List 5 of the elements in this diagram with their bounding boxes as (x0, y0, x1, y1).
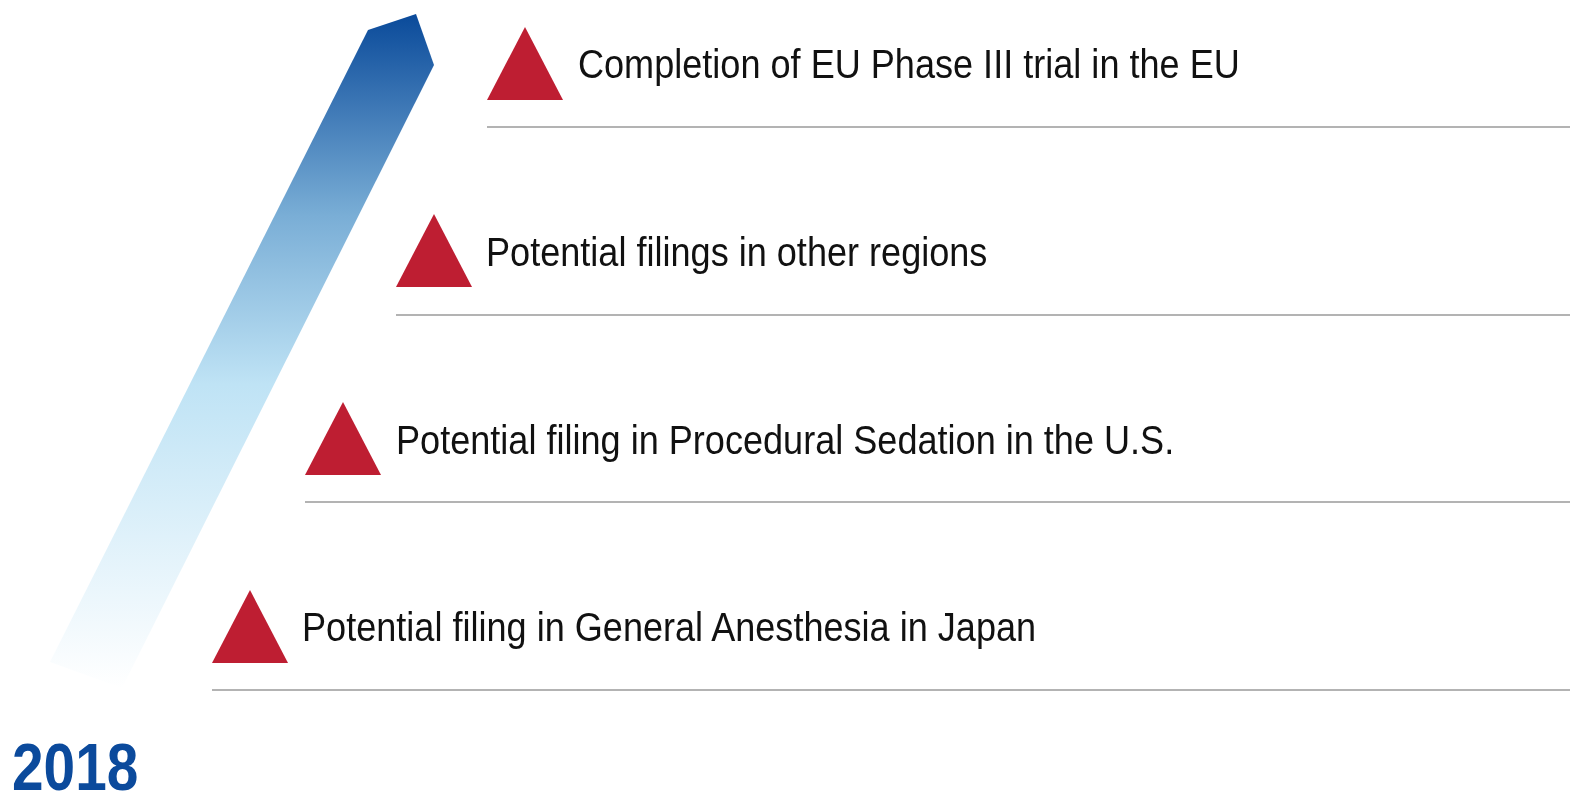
year-label: 2018 (12, 734, 139, 797)
milestone-text: Potential filing in General Anesthesia in Japan (302, 607, 1037, 648)
milestone-text: Completion of EU Phase III trial in the EU (578, 44, 1240, 85)
milestone-text: Potential filing in Procedural Sedation in the U.S. (396, 420, 1175, 461)
milestone-text: Potential filings in other regions (486, 232, 988, 273)
